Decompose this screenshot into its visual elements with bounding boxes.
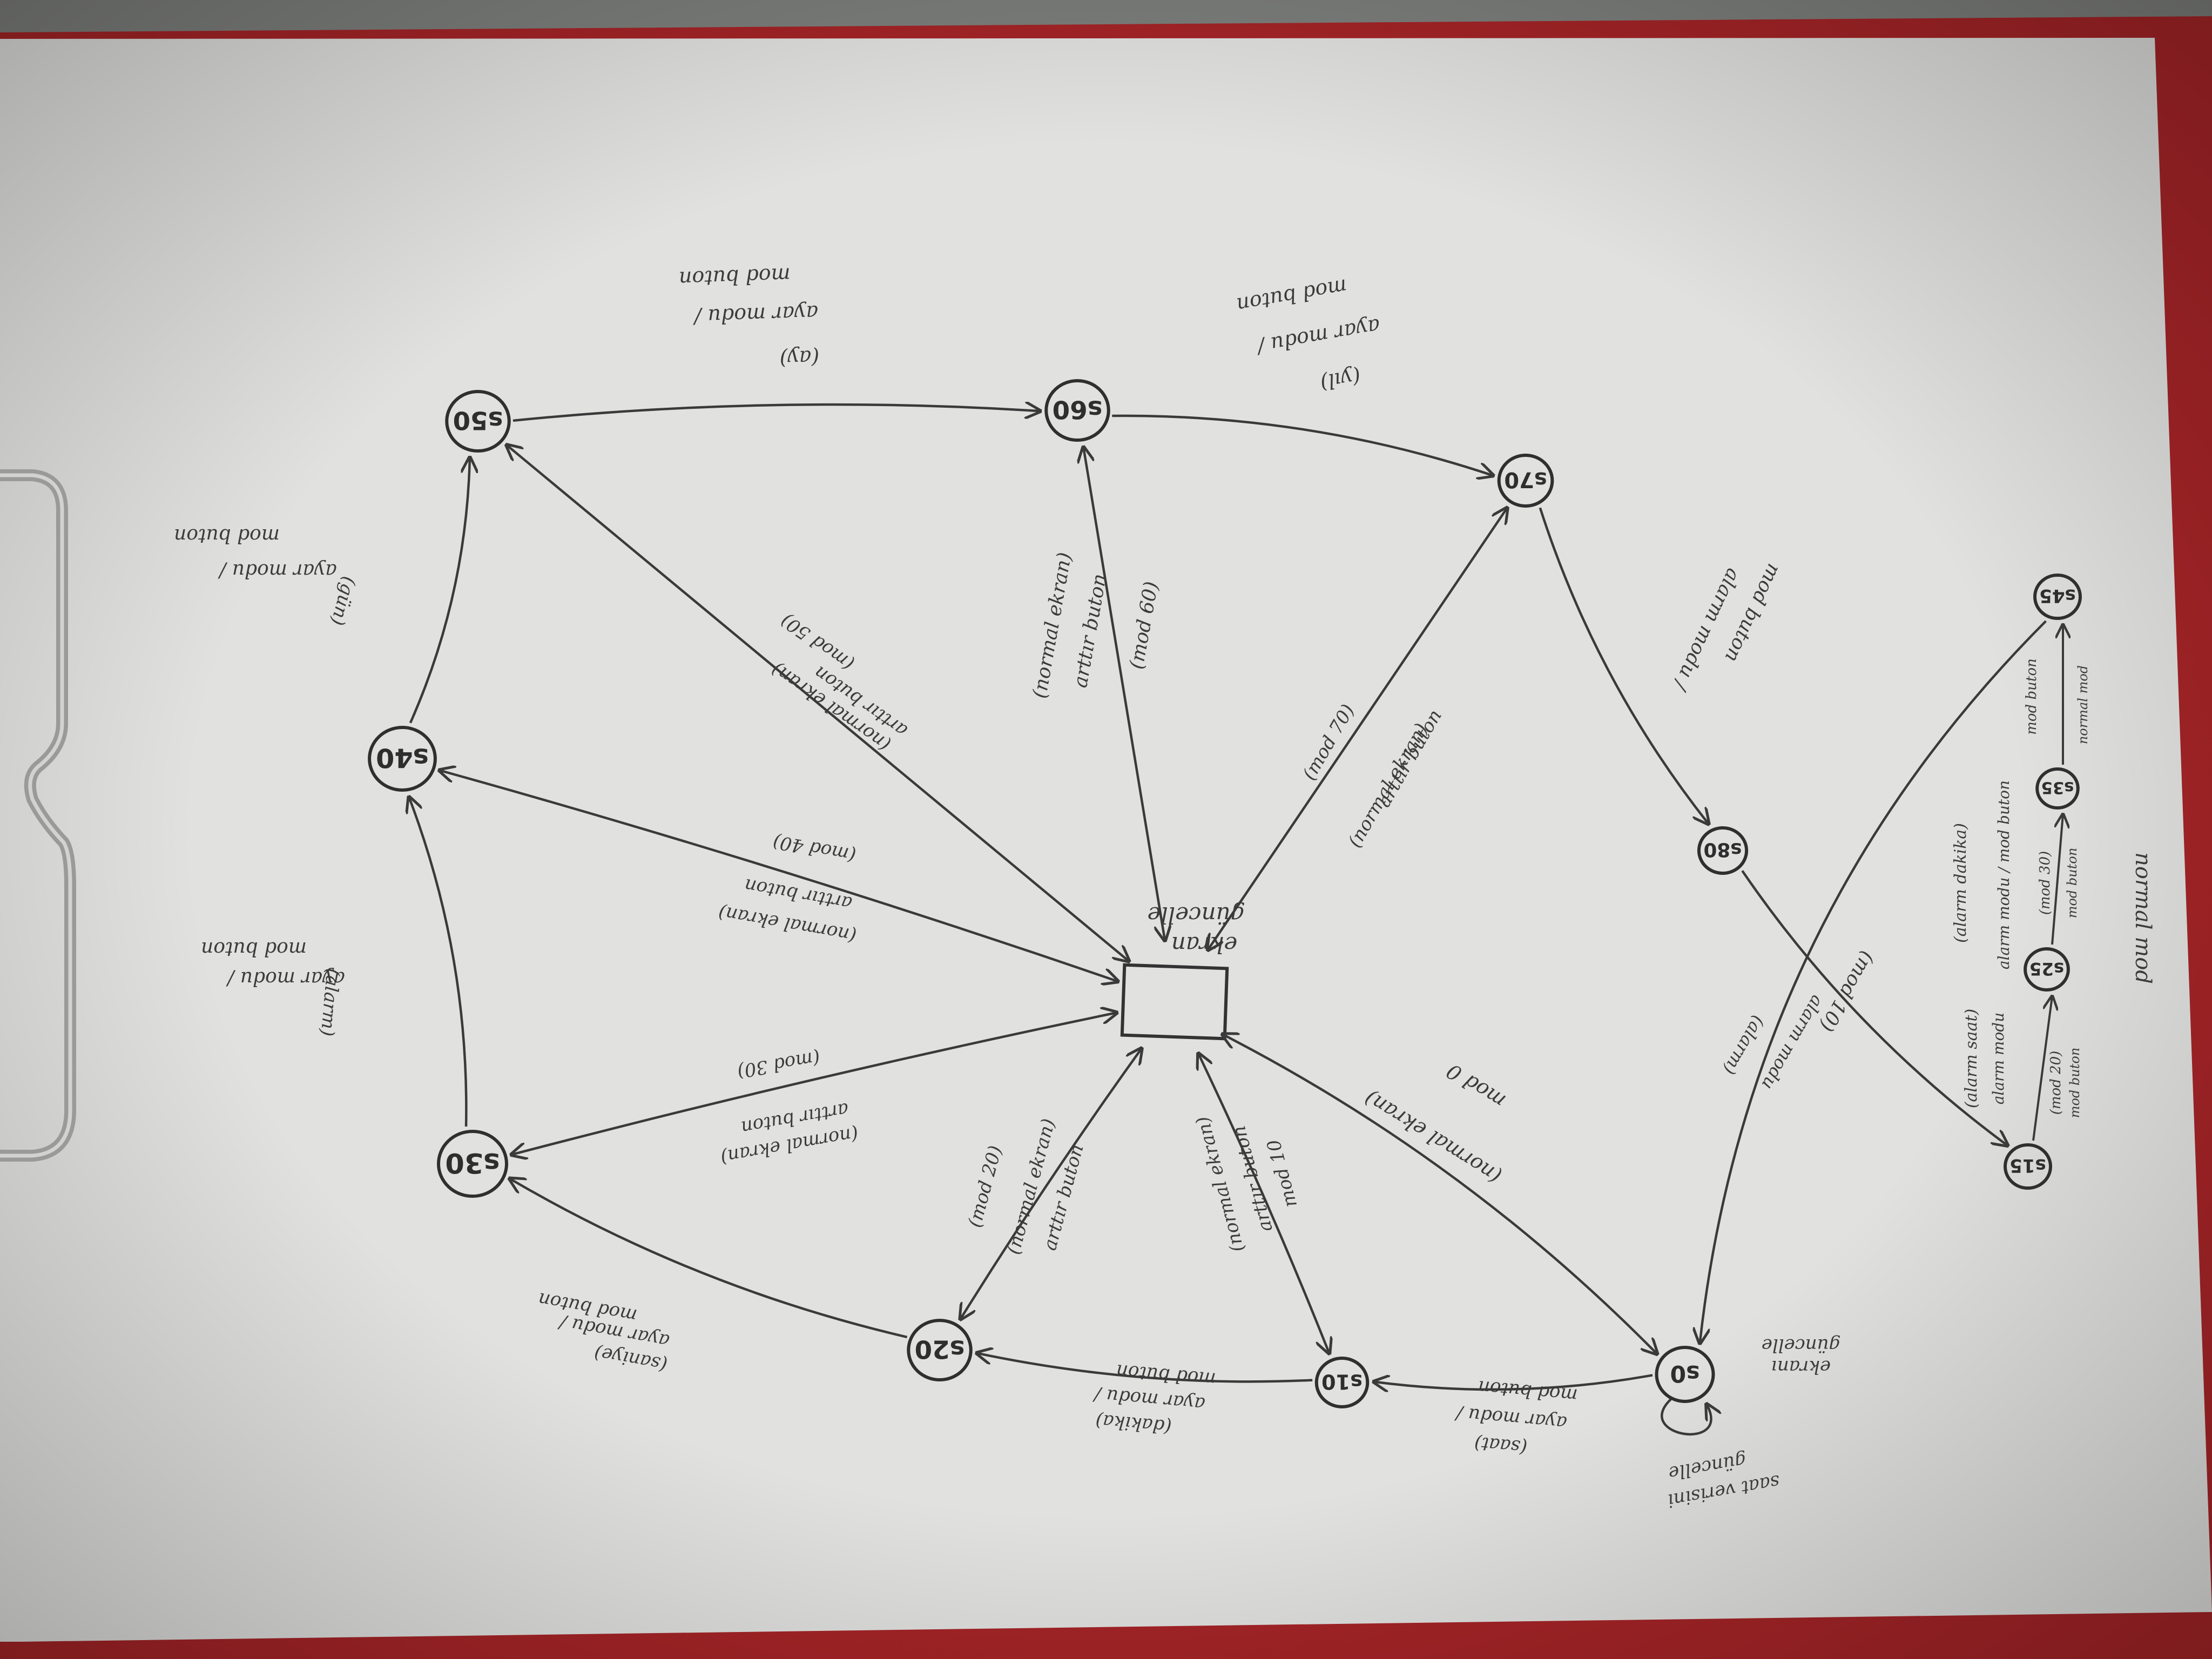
state-label: s70 <box>1504 467 1547 492</box>
transition-edges <box>409 404 2063 1436</box>
edge-s25-to-s35 <box>2051 814 2063 945</box>
label-s40-s50-l2: ayar modu / <box>217 559 336 582</box>
label-s30-s40-l2: ayar modu / <box>225 967 345 989</box>
label-s50-s60-l1: (ay) <box>779 346 820 371</box>
label-s0-note-line1: ekranı <box>1771 1356 1831 1378</box>
label-center-label-line1: ekran <box>1171 932 1237 958</box>
center-update-box <box>1120 963 1229 1041</box>
state-node-s50: s50 <box>445 390 511 453</box>
state-node-s30: s30 <box>437 1130 508 1198</box>
state-node-s60: s60 <box>1044 379 1110 442</box>
state-label: s10 <box>1321 1370 1363 1394</box>
state-node-s80: s80 <box>1697 826 1749 875</box>
label-s15-s25-l1: (alarm saat) <box>1962 1009 1981 1108</box>
state-label: s30 <box>445 1147 500 1178</box>
label-s40-s50-l3: mod buton <box>174 524 280 547</box>
edge-s20-to-s30 <box>510 1178 908 1339</box>
label-s25-s35-l3: (mod 30) <box>2037 851 2053 915</box>
state-label: s45 <box>2039 585 2076 606</box>
label-s35-s45-l1: normal mod <box>2075 665 2090 744</box>
state-node-s0: s0 <box>1655 1346 1715 1403</box>
state-node-s45: s45 <box>2033 574 2082 620</box>
state-label: s50 <box>453 405 503 434</box>
label-s0-note-line2: güncelle <box>1762 1334 1841 1356</box>
state-label: s25 <box>2029 959 2064 979</box>
state-label: s60 <box>1053 394 1103 423</box>
label-s30-s40-l3: mod buton <box>201 938 307 960</box>
state-node-s25: s25 <box>2024 947 2070 992</box>
edge-s70-to-s80 <box>1539 507 1709 824</box>
state-label: s0 <box>1670 1360 1700 1386</box>
clip-wire-highlight <box>0 473 72 1158</box>
edge-s60-to-s70 <box>1112 414 1493 476</box>
edge-s0-self-loop <box>1661 1398 1711 1436</box>
label-s15-s25-l2: alarm modu <box>1990 1013 2007 1105</box>
state-node-s70: s70 <box>1497 454 1554 508</box>
label-s15-s25-l3: (mod 20) <box>2048 1051 2064 1115</box>
edge-s10-to-s20 <box>977 1353 1313 1383</box>
label-s15-s25-l4: mod buton <box>2067 1048 2082 1118</box>
label-s50-s60-l2: ayar modu / <box>692 301 819 329</box>
label-s50-s60-l3: mod buton <box>678 263 791 291</box>
label-s0-s10-l1: (saat) <box>1473 1432 1528 1458</box>
label-s25-s35-l1: (alarm dakika) <box>1951 823 1970 943</box>
edge-c-to-s30 <box>511 1013 1117 1155</box>
state-label: s20 <box>915 1334 965 1363</box>
label-s25-s35-l4: mod buton <box>2065 848 2080 919</box>
state-label: s35 <box>2041 778 2074 797</box>
state-node-s40: s40 <box>368 726 437 792</box>
state-node-s35: s35 <box>2035 767 2080 810</box>
label-center-label-line2: güncelle <box>1147 902 1245 928</box>
state-node-s15: s15 <box>2004 1143 2052 1190</box>
state-nodes: s0 s10 s20 s30 s40 s50 s60 s70 s80 s15 s25 s35 s45 <box>368 379 2082 1408</box>
label-s45-s0-l1: normal mod <box>2130 852 2155 984</box>
state-node-s10: s10 <box>1314 1357 1370 1408</box>
label-s35-s45-l2: mod buton <box>2024 658 2040 734</box>
state-label: s40 <box>376 742 429 773</box>
edge-s80-to-s15 <box>1741 870 2007 1145</box>
edge-s50-to-s60 <box>512 404 1040 422</box>
edge-s0-to-s10 <box>1374 1374 1653 1390</box>
edge-c-to-s10 <box>1198 1054 1329 1353</box>
state-label: s15 <box>2009 1155 2046 1176</box>
edge-c-to-s70 <box>1208 508 1507 950</box>
edge-s15-to-s25 <box>2032 996 2052 1141</box>
state-label: s80 <box>1704 839 1742 861</box>
edge-s45-to-s0 <box>1700 620 2047 1343</box>
edge-c-to-s50 <box>507 445 1129 961</box>
label-s25-s35-l2: alarm modu / mod buton <box>1995 780 2013 969</box>
edge-c-to-s60 <box>1083 447 1165 940</box>
state-node-s20: s20 <box>907 1319 973 1381</box>
edge-s40-to-s50 <box>409 457 470 724</box>
